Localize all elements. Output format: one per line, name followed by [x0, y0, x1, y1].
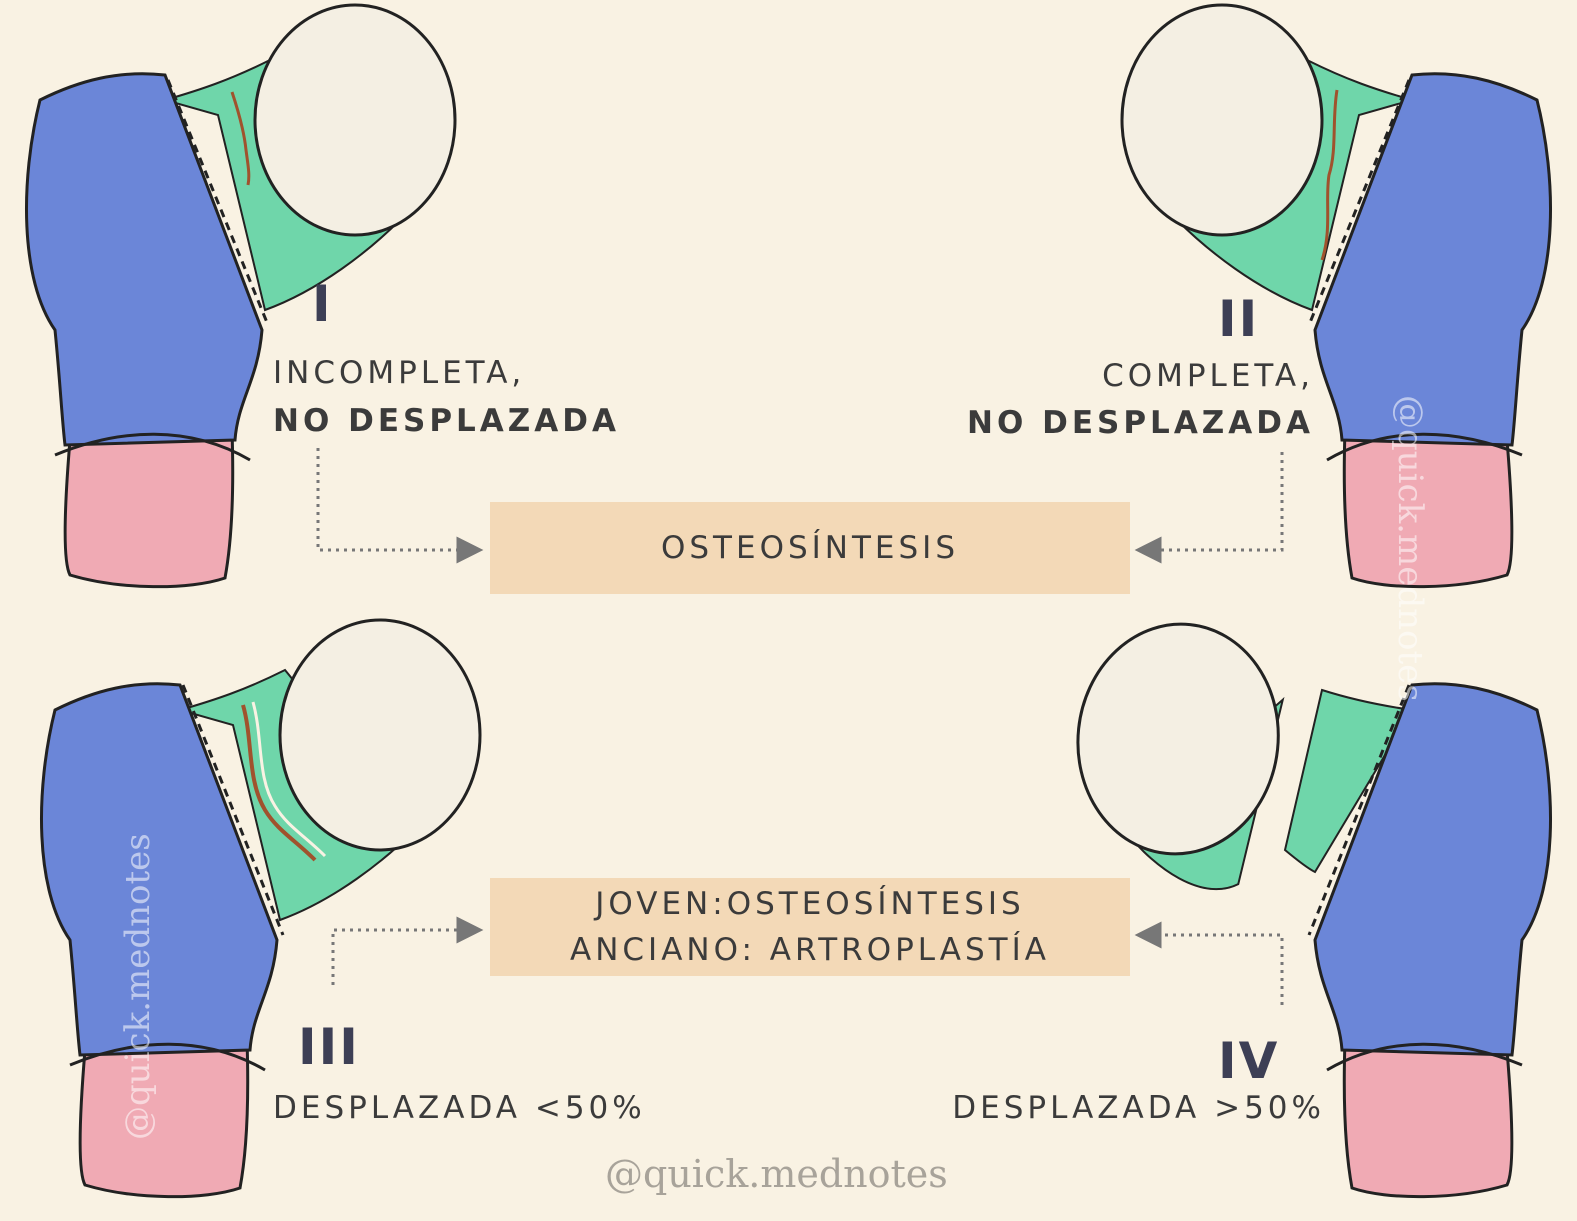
arrow-ii-to-top-box	[1140, 452, 1282, 550]
type-iv-numeral: IV	[1218, 1032, 1279, 1090]
femoral-head	[1122, 5, 1322, 235]
displaced-head-fragment	[1063, 614, 1289, 894]
watermark-right-vertical: @quick.mednotes	[1390, 395, 1430, 702]
arrow-i-to-top-box	[318, 448, 478, 550]
treatment-bottom-line2: ANCIANO: ARTROPLASTÍA	[570, 927, 1050, 973]
credit-watermark: @quick.mednotes	[605, 1152, 948, 1196]
femoral-head	[255, 5, 455, 235]
treatment-box-bottom: JOVEN:OSTEOSÍNTESIS ANCIANO: ARTROPLASTÍ…	[490, 878, 1130, 976]
treatment-box-top: OSTEOSÍNTESIS	[490, 502, 1130, 594]
femoral-shaft	[65, 430, 233, 587]
femur-type-ii	[1122, 5, 1551, 587]
femoral-head	[1067, 614, 1290, 864]
type-iii-line1: DESPLAZADA <50%	[273, 1090, 646, 1126]
type-iii-numeral: III	[298, 1018, 360, 1076]
femoral-shaft	[1344, 1040, 1512, 1197]
femoral-head	[280, 620, 480, 850]
arrow-iii-to-bottom-box	[333, 930, 478, 985]
type-i-line2: NO DESPLAZADA	[273, 403, 620, 439]
type-ii-numeral: II	[1218, 290, 1259, 348]
watermark-left-vertical: @quick.mednotes	[118, 833, 158, 1140]
type-i-numeral: I	[312, 275, 333, 333]
type-ii-line2: NO DESPLAZADA	[967, 405, 1314, 441]
type-i-line1: INCOMPLETA,	[273, 355, 525, 391]
arrow-iv-to-bottom-box	[1140, 935, 1282, 1005]
femur-type-i	[26, 5, 455, 587]
treatment-top-label: OSTEOSÍNTESIS	[661, 530, 959, 566]
treatment-bottom-line1: JOVEN:OSTEOSÍNTESIS	[595, 881, 1024, 927]
femoral-shaft	[80, 1040, 248, 1197]
type-iv-line1: DESPLAZADA >50%	[952, 1090, 1325, 1126]
type-ii-line1: COMPLETA,	[1102, 358, 1314, 394]
